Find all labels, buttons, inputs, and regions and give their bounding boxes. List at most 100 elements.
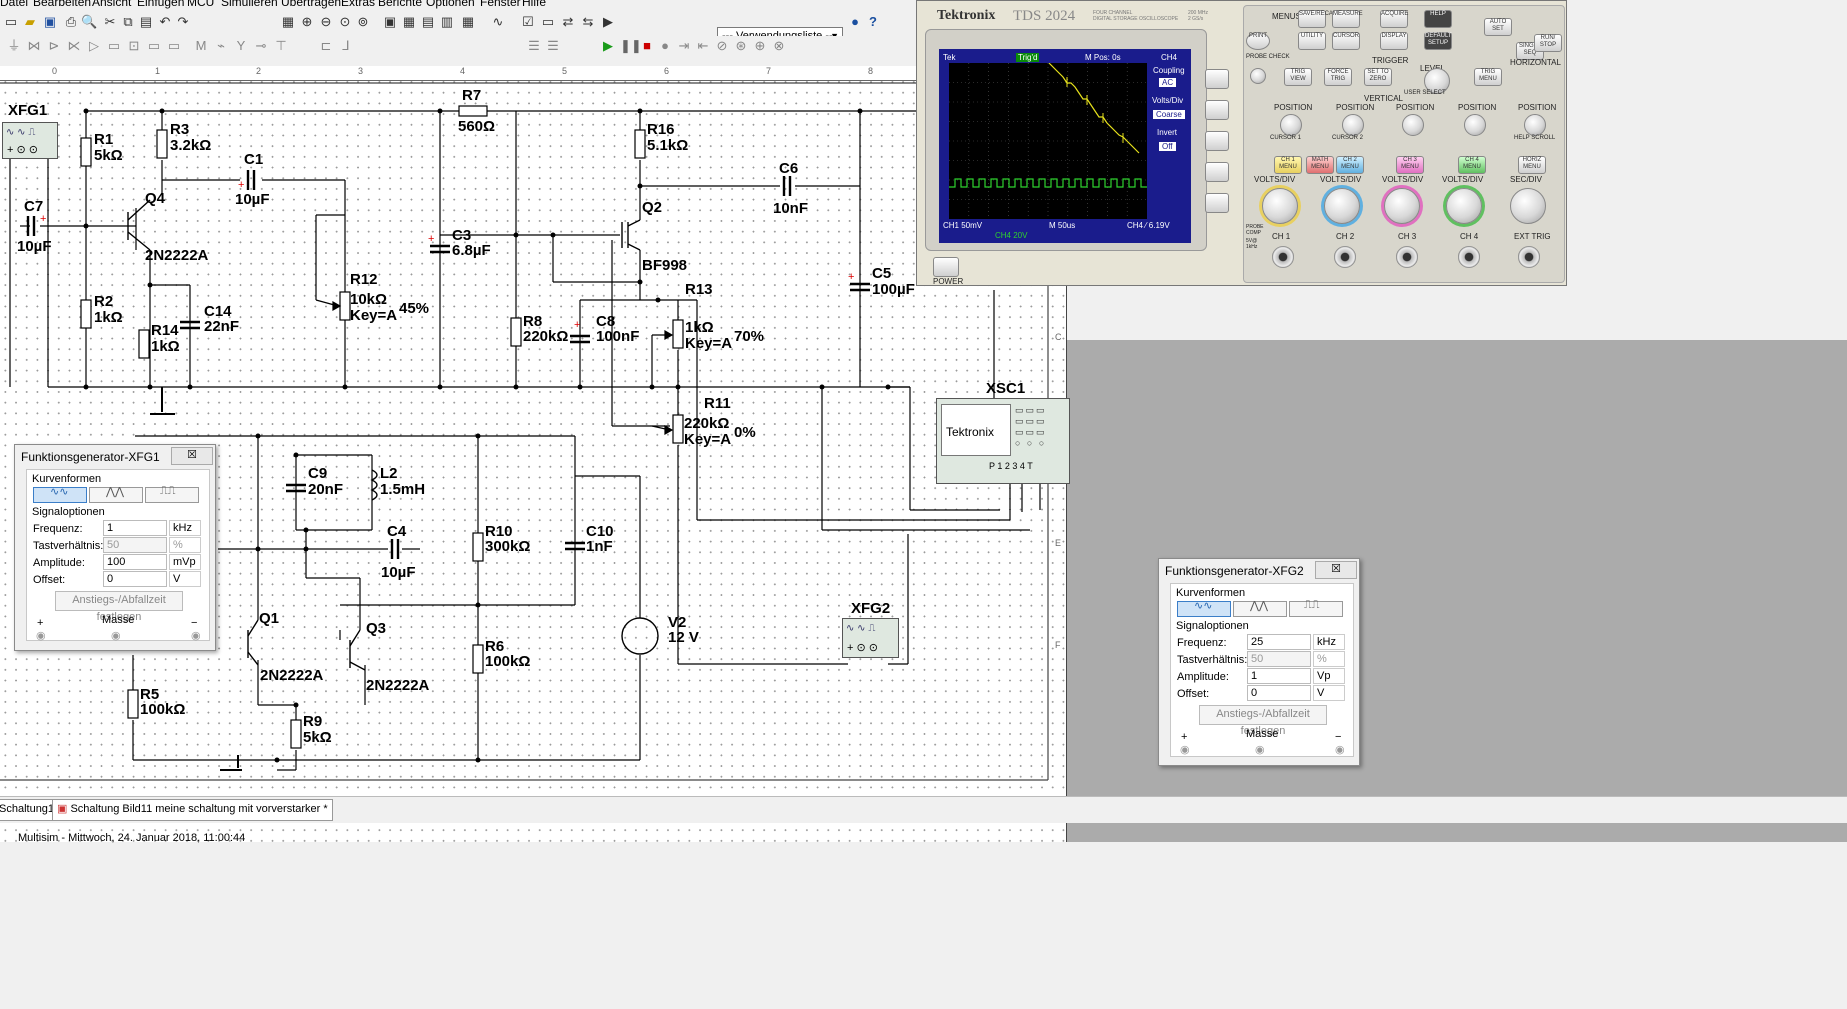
power-button[interactable]	[933, 257, 959, 277]
mcu-icon[interactable]: ⊤	[275, 38, 287, 53]
ext-trig-bnc-connector[interactable]	[1518, 246, 1540, 268]
bezel-button-5[interactable]	[1205, 193, 1229, 213]
duty-cycle-input[interactable]: 50	[1247, 651, 1311, 667]
measure-button[interactable]: MEASURE	[1332, 10, 1363, 28]
menu-coupling-value[interactable]: AC	[1159, 78, 1177, 87]
offset-unit[interactable]: V	[1313, 685, 1345, 701]
trig-menu-button[interactable]: TRIG MENU	[1474, 68, 1502, 86]
bezel-button-4[interactable]	[1205, 162, 1229, 182]
probe-settings-icon[interactable]: ⊕	[754, 38, 766, 53]
menu-mcu[interactable]: MCU	[187, 0, 215, 9]
triangle-wave-button[interactable]: ⋀⋀	[89, 486, 143, 503]
ch3-position-knob[interactable]	[1402, 114, 1424, 136]
sine-wave-button[interactable]: ∿∿	[1177, 600, 1231, 617]
ch4-volts-div-knob[interactable]	[1446, 188, 1482, 224]
new-file-icon[interactable]: ▭	[4, 14, 18, 29]
step-icon[interactable]: ⇥	[678, 38, 690, 53]
source-icon[interactable]: ⏚	[7, 38, 21, 53]
menu-insert[interactable]: Einfügen	[137, 0, 185, 9]
ch4-position-knob[interactable]	[1464, 114, 1486, 136]
ch2-menu-button[interactable]: CH 2 MENU	[1336, 156, 1364, 174]
amplitude-input[interactable]: 1	[1247, 668, 1311, 684]
misc-digital-icon[interactable]: ▭	[147, 38, 161, 53]
ch2-position-knob[interactable]	[1342, 114, 1364, 136]
menu-reports[interactable]: Berichte	[378, 0, 423, 9]
tab-active-document[interactable]: ▣ Schaltung Bild11 meine schaltung mit v…	[52, 799, 333, 821]
sec-div-knob[interactable]	[1510, 188, 1546, 224]
math-menu-button[interactable]: MATH MENU	[1306, 156, 1334, 174]
cut-icon[interactable]: ✂	[104, 14, 116, 29]
breakpoint-icon[interactable]: ⊘	[716, 38, 728, 53]
menu-view[interactable]: Ansicht	[92, 0, 132, 9]
trig-view-button[interactable]: TRIG VIEW	[1284, 68, 1312, 86]
force-trig-button[interactable]: FORCE TRIG	[1324, 68, 1352, 86]
ch4-menu-button[interactable]: CH 4 MENU	[1458, 156, 1486, 174]
ttl-icon[interactable]: ▭	[107, 38, 121, 53]
bezel-button-1[interactable]	[1205, 69, 1229, 89]
basic-icon[interactable]: ⋈	[27, 38, 41, 53]
amplitude-input[interactable]: 100	[103, 554, 167, 570]
frequency-unit[interactable]: kHz	[1313, 634, 1345, 650]
run-simulation-icon[interactable]: ▶	[603, 38, 613, 53]
triangle-wave-button[interactable]: ⋀⋀	[1233, 600, 1287, 617]
xfg2-instrument[interactable]: ∿ ∿ ⎍ + ⊙ ⊙	[842, 618, 899, 658]
align-icon[interactable]: ☰	[528, 38, 540, 53]
cmos-icon[interactable]: ⊡	[128, 38, 140, 53]
erc-icon[interactable]: ☑	[522, 14, 534, 29]
ch3-bnc-connector[interactable]	[1396, 246, 1418, 268]
global-icon[interactable]: ●	[851, 14, 859, 29]
ch4-bnc-connector[interactable]	[1458, 246, 1480, 268]
rf-icon[interactable]: Y	[236, 38, 246, 53]
menu-help[interactable]: Hilfe	[522, 0, 547, 9]
run-stop-button[interactable]: RUN/ STOP	[1534, 34, 1562, 52]
amplitude-unit[interactable]: Vp	[1313, 668, 1345, 684]
bezel-button-2[interactable]	[1205, 100, 1229, 120]
default-setup-button[interactable]: DEFAULT SETUP	[1424, 32, 1452, 50]
step-over-icon[interactable]: ⇤	[697, 38, 709, 53]
menu-voltsdiv-value[interactable]: Coarse	[1153, 110, 1185, 119]
transfer-icon[interactable]: ⇄	[562, 14, 574, 29]
zoom-out-icon[interactable]: ⊖	[320, 14, 332, 29]
design-toolbox-icon[interactable]: ▣	[383, 14, 397, 29]
menu-window[interactable]: Fenster	[480, 0, 521, 9]
utility-button[interactable]: UTILITY	[1298, 32, 1326, 50]
print-preview-icon[interactable]: 🔍	[81, 14, 98, 29]
ch1-bnc-connector[interactable]	[1272, 246, 1294, 268]
backannotate-icon[interactable]: ⇆	[582, 14, 594, 29]
offset-unit[interactable]: V	[169, 571, 201, 587]
menu-tools[interactable]: Extras	[341, 0, 376, 9]
spreadsheet-icon[interactable]: ▦	[402, 14, 416, 29]
probe-check-button[interactable]	[1250, 68, 1266, 84]
transistor-icon[interactable]: ⋉	[67, 38, 81, 53]
fullscreen-icon[interactable]: ▦	[281, 14, 295, 29]
mixed-icon[interactable]: ▭	[167, 38, 181, 53]
paste-icon[interactable]: ▤	[139, 14, 153, 29]
menu-invert-value[interactable]: Off	[1159, 142, 1176, 151]
horiz-menu-button[interactable]: HORIZ MENU	[1518, 156, 1546, 174]
ch1-volts-div-knob[interactable]	[1262, 188, 1298, 224]
amplitude-unit[interactable]: mVp	[169, 554, 201, 570]
ch3-volts-div-knob[interactable]	[1384, 188, 1420, 224]
print-button[interactable]: PRINT	[1246, 32, 1270, 50]
schematic-canvas[interactable]	[0, 66, 1067, 842]
probe-icon[interactable]: ⊛	[735, 38, 747, 53]
cursor-button[interactable]: CURSOR	[1332, 32, 1360, 50]
redo-icon[interactable]: ↷	[177, 14, 189, 29]
offset-input[interactable]: 0	[103, 571, 167, 587]
autoset-button[interactable]: AUTO SET	[1484, 18, 1512, 36]
indicator-icon[interactable]: M	[195, 38, 207, 53]
copy-icon[interactable]: ⧉	[123, 14, 133, 29]
undo-icon[interactable]: ↶	[159, 14, 171, 29]
sine-wave-button[interactable]: ∿∿	[33, 486, 87, 503]
component-wizard-icon[interactable]: ▥	[440, 14, 454, 29]
save-icon[interactable]: ▣	[43, 14, 57, 29]
set-to-zero-button[interactable]: SET TO ZERO	[1364, 68, 1392, 86]
print-icon[interactable]: ⎙	[65, 14, 77, 29]
annotate-icon[interactable]: ▭	[541, 14, 555, 29]
rise-fall-time-button[interactable]: Anstiegs-/Abfallzeit festlegen	[1199, 705, 1327, 737]
tab-schaltung1[interactable]: Schaltung1	[0, 799, 60, 821]
menu-edit[interactable]: Bearbeiten	[33, 0, 92, 9]
diode-icon[interactable]: ⊳	[48, 38, 60, 53]
duty-cycle-input[interactable]: 50	[103, 537, 167, 553]
frequency-input[interactable]: 25	[1247, 634, 1311, 650]
